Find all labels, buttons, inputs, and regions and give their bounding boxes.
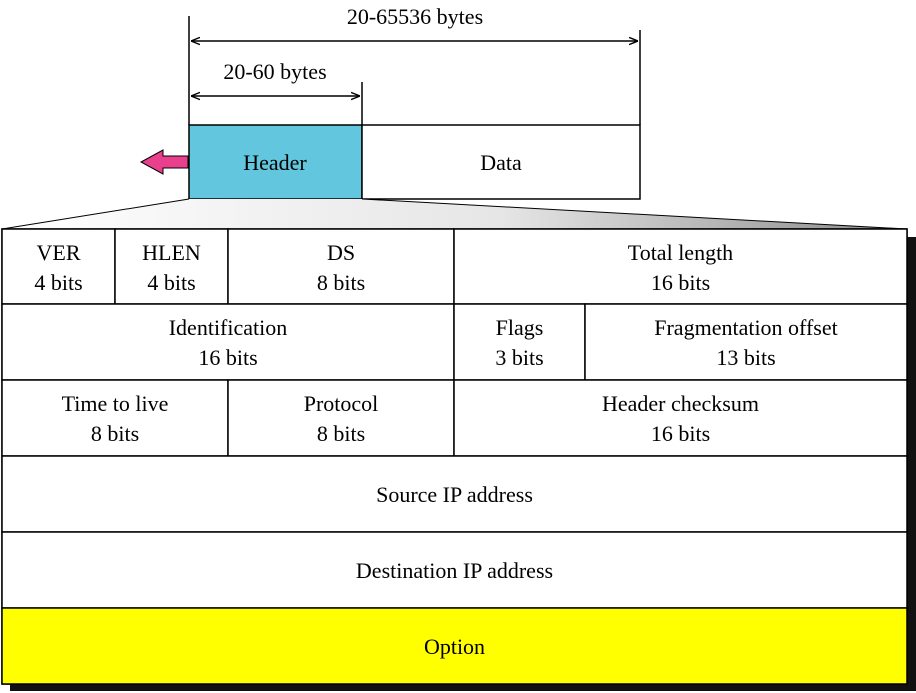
field-cell-header-checksum: [453, 379, 908, 457]
field-name-fragmentation-offset: Fragmentation offset: [654, 315, 838, 340]
header-expansion-edge-left: [1, 198, 190, 230]
datagram: Header Data: [139, 124, 641, 200]
field-cell-destination-ip-address: [1, 531, 908, 609]
field-cell-identification: [1, 303, 455, 381]
field-name-ver: VER: [37, 240, 81, 265]
field-name-destination-ip-address: Destination IP address: [356, 558, 553, 583]
field-name-header-checksum: Header checksum: [602, 391, 759, 416]
datagram-header-box: [188, 124, 363, 200]
field-cell-source-ip-address: [1, 455, 908, 533]
field-cell-fragmentation-offset: [584, 303, 908, 381]
datagram-header-label: Header: [243, 150, 307, 175]
field-name-total-length: Total length: [628, 240, 733, 265]
field-cell-hlen: [114, 228, 229, 305]
field-name-source-ip-address: Source IP address: [376, 482, 533, 507]
header-expansion-fan: [2, 199, 907, 229]
field-cell-flags: [453, 303, 586, 381]
datagram-data-box: [361, 124, 641, 200]
field-size-ds: 8 bits: [317, 270, 365, 295]
field-cell-option: [1, 607, 908, 685]
field-cell-total-length: [453, 228, 908, 305]
field-size-identification: 16 bits: [198, 345, 257, 370]
datagram-dimensions: 20-65536 bytes 20-60 bytes: [188, 4, 641, 125]
field-size-time-to-live: 8 bits: [91, 421, 139, 446]
field-name-hlen: HLEN: [142, 240, 201, 265]
field-cell-ver: [1, 228, 116, 305]
field-name-identification: Identification: [169, 315, 288, 340]
field-cell-protocol: [227, 379, 455, 457]
field-cell-ds: [227, 228, 455, 305]
field-cell-time-to-live: [1, 379, 229, 457]
header-format-table: VER 4 bits HLEN 4 bits DS 8 bits Total length 1…: [1, 228, 916, 691]
field-name-protocol: Protocol: [304, 391, 379, 416]
field-name-option: Option: [424, 634, 485, 659]
field-size-flags: 3 bits: [495, 345, 543, 370]
field-size-total-length: 16 bits: [651, 270, 710, 295]
field-size-ver: 4 bits: [34, 270, 82, 295]
header-expansion-edge-right: [361, 198, 908, 230]
field-size-protocol: 8 bits: [317, 421, 365, 446]
left-arrow-icon: [139, 149, 189, 175]
field-size-header-checksum: 16 bits: [651, 421, 710, 446]
field-name-flags: Flags: [496, 315, 544, 340]
field-name-ds: DS: [327, 240, 355, 265]
field-name-time-to-live: Time to live: [62, 391, 169, 416]
field-size-fragmentation-offset: 13 bits: [716, 345, 775, 370]
total-length-label: 20-65536 bytes: [347, 4, 483, 29]
datagram-data-label: Data: [480, 150, 522, 175]
header-length-label: 20-60 bytes: [223, 59, 326, 84]
field-size-hlen: 4 bits: [147, 270, 195, 295]
